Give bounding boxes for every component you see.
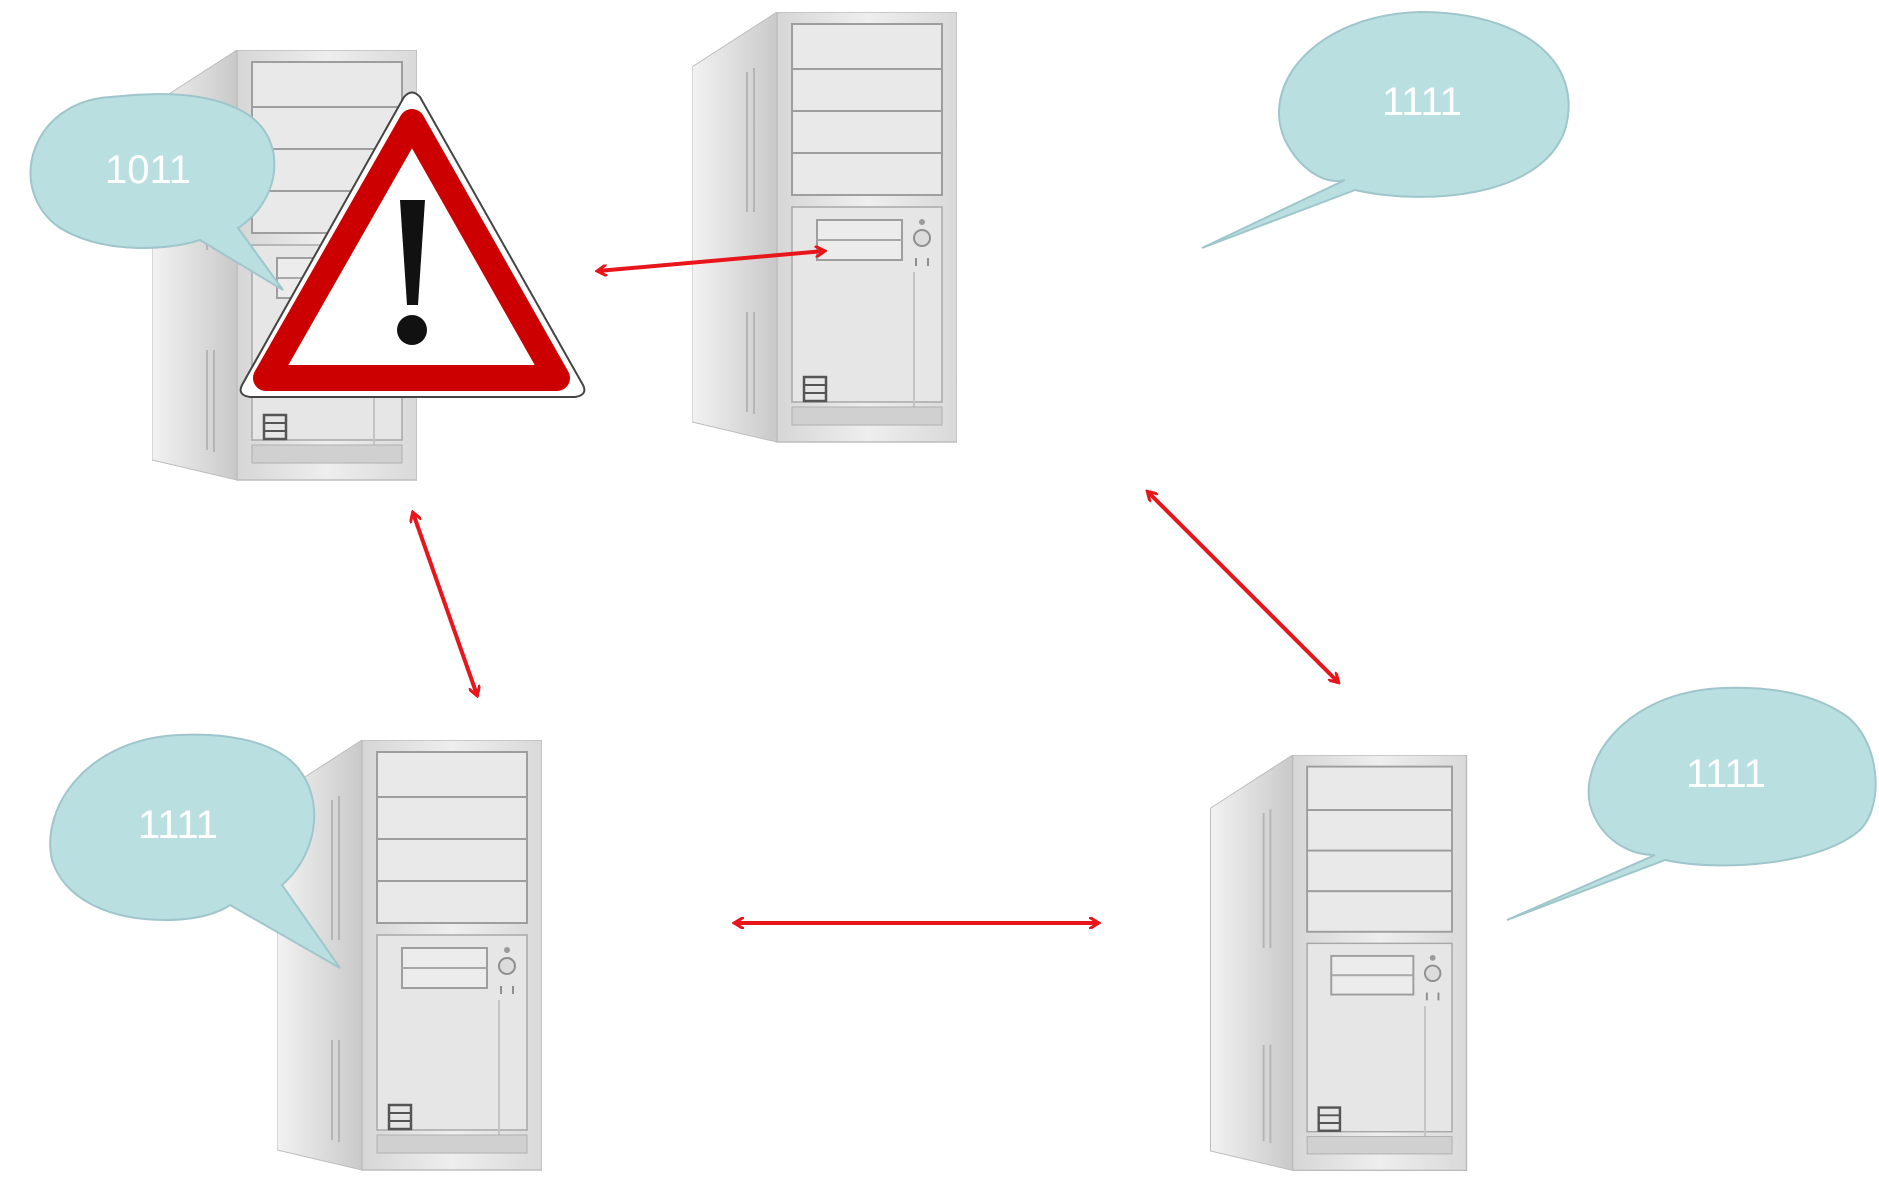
bubble-text-bottom-left: 1111 (138, 803, 218, 847)
computer-tower-icon (692, 12, 957, 442)
double-arrow-icon (1148, 492, 1338, 682)
bubble-text-top-left: 1011 (105, 148, 191, 192)
speech-bubble-icon: 1111 (50, 735, 340, 968)
computer-tower-icon (1211, 755, 1467, 1170)
double-arrow-icon (413, 513, 477, 695)
bubble-text-bottom-right: 1111 (1686, 752, 1766, 796)
bubble-text-top-right: 1111 (1382, 80, 1462, 124)
speech-bubble-icon: 1111 (1507, 688, 1876, 920)
speech-bubble-icon: 1111 (1202, 12, 1569, 248)
